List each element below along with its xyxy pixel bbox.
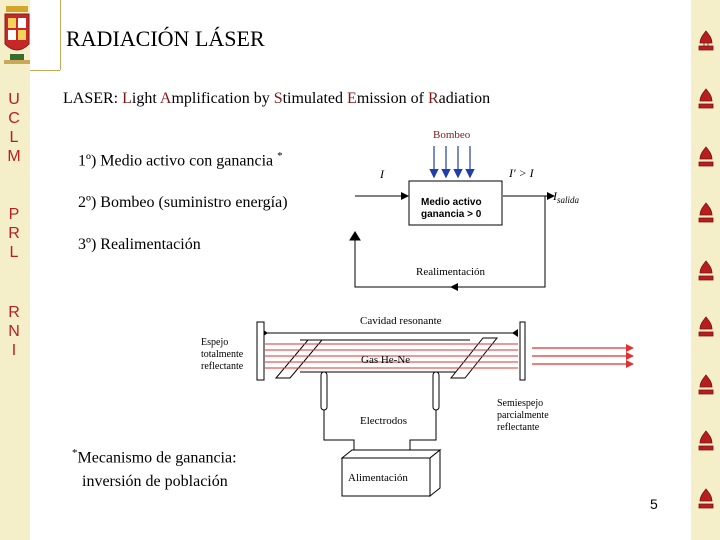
output-subscript: salida bbox=[557, 195, 580, 205]
sidebar-letter: R bbox=[8, 304, 20, 321]
acronym-initial: E bbox=[347, 90, 357, 107]
label-line: parcialmente bbox=[497, 410, 549, 421]
item-gain-medium: 1º) Medio activo con ganancia * bbox=[78, 150, 283, 170]
sidebar-letter: L bbox=[9, 244, 19, 261]
cavity-label: Cavidad resonante bbox=[360, 315, 442, 327]
pump-label: Bombeo bbox=[433, 129, 471, 141]
acronym-initial: A bbox=[159, 90, 172, 107]
acronym-prefix: LASER: bbox=[63, 90, 123, 107]
header-divider-vertical bbox=[60, 0, 61, 70]
power-supply-label: Alimentación bbox=[348, 472, 408, 484]
pump-arrows bbox=[429, 146, 475, 179]
output-main: I bbox=[553, 189, 557, 203]
university-crest-logo bbox=[4, 6, 30, 64]
sidebar-letter: M bbox=[7, 148, 21, 165]
gain-mechanism-note: *Mecanismo de ganancia: inversión de pobl… bbox=[72, 441, 237, 494]
output-intensity-label: Isalida bbox=[553, 190, 579, 206]
page-number: 5 bbox=[650, 496, 658, 512]
footnote-mark: * bbox=[72, 447, 78, 459]
feedback-label: Realimentación bbox=[416, 266, 486, 278]
item-feedback: 3º) Realimentación bbox=[78, 236, 201, 253]
laser-cavity bbox=[256, 321, 634, 498]
sidebar-letter: U bbox=[8, 91, 20, 108]
acronym-initial: L bbox=[122, 90, 132, 107]
right-sidebar bbox=[691, 0, 720, 540]
label-line: totalmente bbox=[201, 349, 244, 360]
footnote-mark: * bbox=[277, 150, 283, 162]
acronym-word: adiation bbox=[438, 90, 491, 107]
left-sidebar bbox=[0, 0, 30, 540]
fleur-emblem-icon bbox=[698, 316, 714, 337]
fleur-emblem-icon bbox=[698, 30, 714, 51]
label-line: Semiespejo bbox=[497, 398, 544, 409]
acronym-word: timulated bbox=[282, 90, 348, 107]
laser-acronym-subtitle: LASER: Light Amplification by Stimulated… bbox=[63, 90, 490, 108]
fleur-emblem-icon bbox=[698, 488, 714, 509]
sidebar-letter: R bbox=[8, 225, 20, 242]
medium-label-2: ganancia > 0 bbox=[421, 209, 482, 220]
gas-label: Gas He-Ne bbox=[361, 354, 411, 366]
acronym-word: ight bbox=[131, 90, 160, 107]
sidebar-letter: L bbox=[9, 129, 19, 146]
note-line: Mecanismo de ganancia: bbox=[77, 449, 237, 467]
sidebar-letter: P bbox=[8, 206, 20, 223]
item-pumping: 2º) Bombeo (suministro energía) bbox=[78, 194, 288, 211]
fleur-emblem-icon bbox=[698, 146, 714, 167]
full-mirror bbox=[256, 321, 265, 381]
medium-label-1: Medio activo bbox=[421, 197, 482, 208]
sidebar-letter: N bbox=[8, 323, 20, 340]
electrodes-label: Electrodos bbox=[360, 415, 408, 427]
label-line: Espejo bbox=[201, 337, 229, 348]
header-divider-horizontal bbox=[30, 70, 60, 71]
item-text: 1º) Medio activo con ganancia bbox=[78, 152, 278, 170]
acronym-word: mission of bbox=[356, 90, 428, 107]
sidebar-letter: I bbox=[11, 342, 17, 359]
note-line: inversión de población bbox=[82, 473, 228, 491]
gain-condition-label: I' > I bbox=[509, 166, 534, 180]
acronym-word: mplification by bbox=[171, 90, 274, 107]
label-line: reflectante bbox=[497, 422, 540, 433]
fleur-emblem-icon bbox=[698, 260, 714, 281]
partial-mirror bbox=[519, 321, 526, 381]
acronym-initial: S bbox=[273, 90, 283, 107]
fleur-emblem-icon bbox=[698, 430, 714, 451]
fleur-emblem-icon bbox=[698, 374, 714, 395]
fleur-emblem-icon bbox=[698, 202, 714, 223]
fleur-emblem-icon bbox=[698, 88, 714, 109]
acronym-initial: R bbox=[427, 90, 439, 107]
slide-title: RADIACIÓN LÁSER bbox=[66, 26, 265, 51]
sidebar-letter: C bbox=[8, 110, 20, 127]
label-line: reflectante bbox=[201, 361, 244, 372]
input-intensity-label: I bbox=[380, 167, 384, 181]
